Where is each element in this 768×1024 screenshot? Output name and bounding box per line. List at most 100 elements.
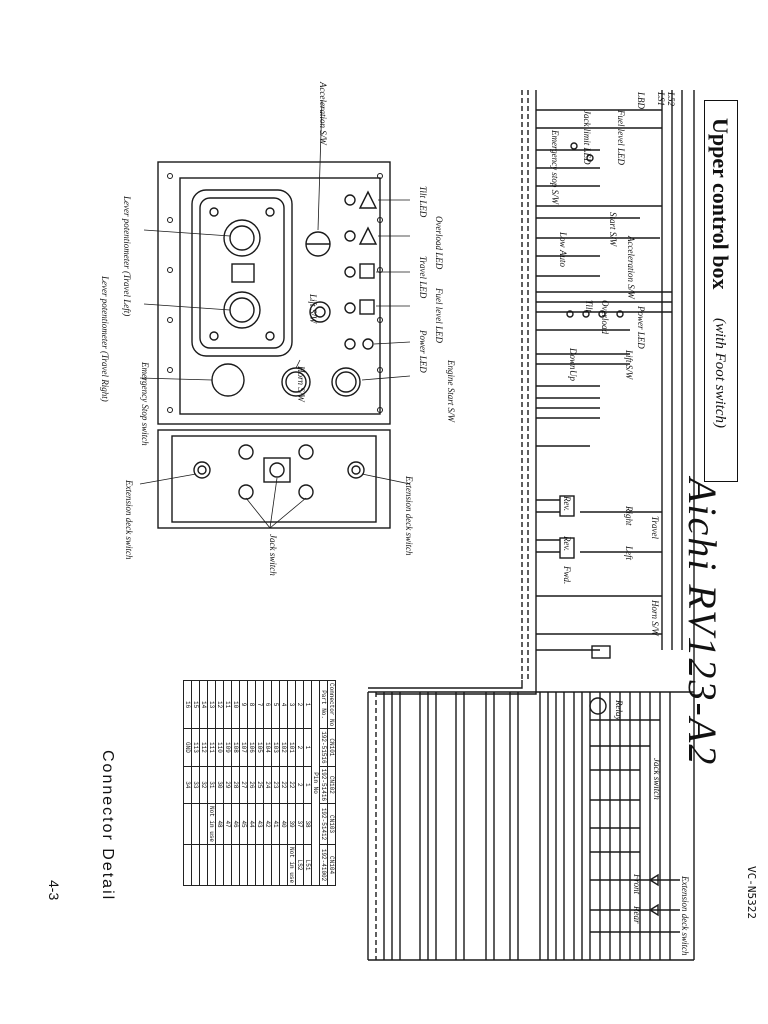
table-pin-label-row: Pin No (311, 680, 320, 886)
table-cell: 33 (191, 766, 200, 804)
table-cell: 13 (207, 680, 216, 729)
table-cell: L51 (303, 844, 312, 886)
label-fuel-level-led: Fuel level LED (434, 288, 444, 343)
upper-panel-outline (157, 161, 391, 425)
sch-down: Down (568, 348, 578, 370)
table-cell: 113 (191, 728, 200, 767)
sch-lbd: LBD (636, 92, 646, 110)
table-cell: 192-51412 (319, 803, 328, 845)
label-lever-pot-right: Lever potentiometer (Travel Right) (100, 276, 110, 402)
schematic (367, 90, 695, 961)
label-lever-pot-left: Lever potentiometer (Travel Left) (122, 196, 132, 317)
table-cell: 101 (287, 728, 296, 767)
label-ext-deck-left: Extension deck switch (124, 480, 134, 560)
label-tilt-led: Tilt LED (418, 186, 428, 218)
table-cell: 48 (215, 803, 224, 845)
table-cell: 47 (223, 803, 232, 845)
table-cell: 25 (255, 766, 264, 804)
table-cell: 8 (247, 680, 256, 729)
sch-horn: Horn S/W (650, 600, 660, 636)
table-cell (239, 844, 248, 886)
sch-tilt: Tilt (584, 300, 594, 313)
table-cell: 10 (231, 680, 240, 729)
lower-panel-outline (157, 429, 391, 529)
table-cell: LS2 (295, 844, 304, 886)
table-cell: 22 (279, 766, 288, 804)
table-cell: 15 (191, 680, 200, 729)
table-cell: GND (183, 728, 192, 767)
table-cell (183, 803, 192, 845)
sch-power-led: Power LED (636, 306, 646, 349)
table-cell: 39 (287, 803, 296, 845)
table-cell: 110 (215, 728, 224, 767)
sch-ext-deck: Extension deck switch (680, 876, 690, 956)
emergency-stop-button[interactable] (211, 363, 245, 397)
table-cell: 102 (279, 728, 288, 767)
sch-right: Right (624, 506, 634, 526)
sch-rev-1: Rev. (562, 496, 572, 512)
table-cell: 104 (263, 728, 272, 767)
table-cell: 38 (303, 803, 312, 845)
sch-left: Left (624, 546, 634, 561)
joystick-frame (191, 189, 293, 357)
table-cell: 2 (295, 728, 304, 767)
table-cell: Not in use (287, 844, 296, 886)
table-cell: 24 (263, 766, 272, 804)
sch-ls1: LS1 (656, 92, 666, 107)
sch-l52: L52 (666, 92, 676, 107)
table-cell: CN104 (327, 844, 336, 886)
table-cell: 108 (231, 728, 240, 767)
sch-jack-limit-led: Jack limit LED (582, 110, 592, 165)
table-cell (199, 844, 208, 886)
table-cell: 12 (215, 680, 224, 729)
model-name: Aichi RV123-A2 (680, 478, 725, 767)
table-cell (191, 844, 200, 886)
table-cell: 22 (287, 766, 296, 804)
label-acceleration-sw: Acceleration S/W (318, 82, 328, 145)
table-cell: 192-51416 (319, 766, 328, 804)
table-cell: 16 (183, 680, 192, 729)
label-emergency-stop: Emergency Stop switch (140, 362, 150, 446)
page-title: Upper control box (708, 118, 733, 290)
sch-acceleration: Acceleration S/W (626, 236, 636, 299)
table-cell: 32 (199, 766, 208, 804)
table-cell (223, 844, 232, 886)
table-cell: 43 (255, 803, 264, 845)
table-cell: 31 (207, 766, 216, 804)
table-cell: 2 (295, 766, 304, 804)
sch-front: Front (632, 874, 642, 895)
table-cell (255, 844, 264, 886)
label-engine-start-sw: Engine Start S/W (446, 360, 456, 422)
engine-start-button[interactable] (331, 367, 361, 397)
table-cell: 7 (255, 680, 264, 729)
table-cell (247, 844, 256, 886)
table-cell: 111 (207, 728, 216, 767)
table-cell: 105 (255, 728, 264, 767)
label-jack-switch: Jack switch (268, 534, 278, 576)
table-cell: 34 (183, 766, 192, 804)
table-cell: Part No. (319, 680, 328, 729)
table-cell: 106 (247, 728, 256, 767)
table-cell: 28 (231, 766, 240, 804)
sch-lift: Lift S/W (624, 350, 634, 380)
table-cell: 46 (231, 803, 240, 845)
sch-rev-2: Rev. (562, 536, 572, 552)
table-cell: 37 (295, 803, 304, 845)
table-cell: CN102 (327, 766, 336, 804)
table-cell (263, 844, 272, 886)
